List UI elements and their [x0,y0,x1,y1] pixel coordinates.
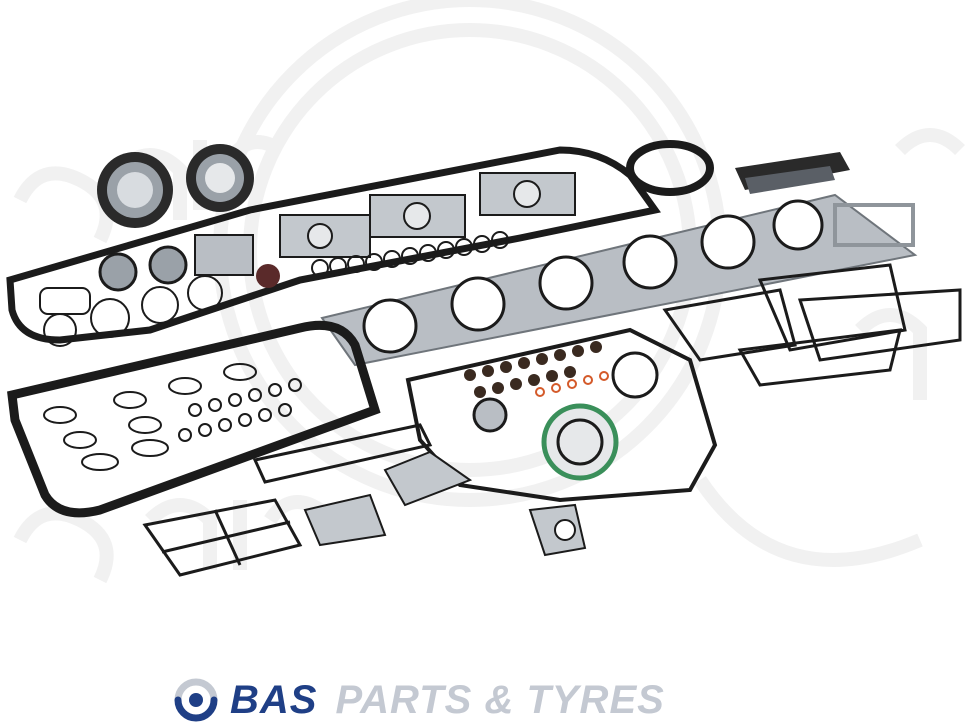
flange-gaskets [303,450,587,557]
injector-seals [43,363,302,471]
brand-footer: BAS PARTS & TYRES [168,672,665,728]
valve-cover-gasket [6,146,661,344]
valve-stem-seals [464,341,602,398]
crankshaft-seal [186,144,254,212]
exhaust-gaskets [142,423,433,577]
oil-cooler-gaskets [662,263,962,387]
brand-tagline: PARTS & TYRES [335,677,665,722]
head-gasket [320,193,918,367]
bas-swirl-logo-icon [174,678,218,722]
o-rings [39,234,254,347]
oil-pan-gasket [7,320,381,518]
round-gasket [626,140,714,196]
manifold-gaskets [279,172,576,258]
timing-cover-gasket [405,327,718,503]
small-seals [98,245,280,292]
crankshaft-seal [97,152,173,228]
ring-row [311,231,509,277]
brand-name: BAS [230,677,318,722]
orange-rings [535,371,609,397]
shim-stack [735,152,850,194]
